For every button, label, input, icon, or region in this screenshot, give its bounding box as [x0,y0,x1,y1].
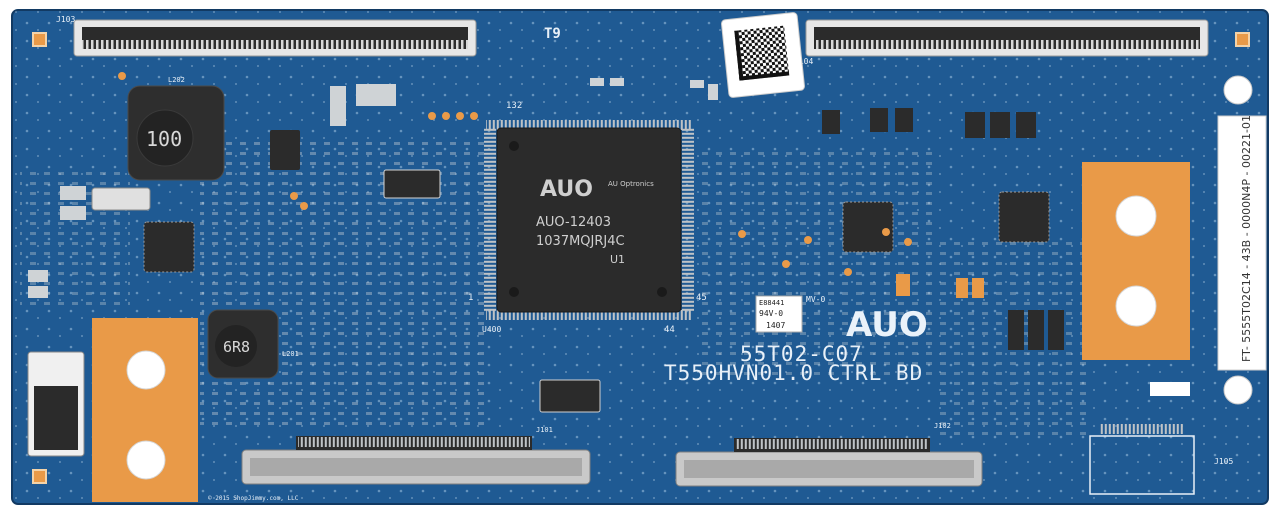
label-j103: J103 [56,15,75,24]
chip-pin-132: 132 [506,101,522,111]
chip-lot-number: 1037MQJRJ4C [536,234,625,249]
chip-pin-1: 1 [468,293,473,303]
connector-j105 [1089,424,1195,495]
small-chip [143,130,1050,273]
chip-ref: U1 [610,253,625,266]
ul-label: E88441 94V-0 1407 [755,295,803,333]
regulator-chip [34,386,78,450]
chip-subtitle: AU Optronics [608,180,654,188]
svg-text:1407: 1407 [766,321,785,330]
chip-silk-ref: U400 [482,325,501,334]
diode-d202 [91,187,151,211]
connector-j103 [73,19,477,57]
chip-pin-45: 45 [696,293,707,303]
svg-text:94V-0: 94V-0 [759,309,783,318]
connector-j102 [675,438,983,487]
svg-text:L202: L202 [168,76,185,84]
inductor-l201: 6R8 L201 [207,309,299,379]
chip-brand: AUO [540,177,593,202]
inductor-value-6r8: 6R8 [223,338,250,356]
connector-j104 [805,19,1209,57]
chip-pin-44: 44 [664,325,675,335]
smd-components [28,78,1190,396]
connector-j101 [241,436,591,485]
data-matrix-sticker [721,12,805,98]
label-j105: J105 [1214,457,1233,466]
label-j102: J102 [934,422,951,430]
copper-pad-right [1082,162,1190,360]
board-model-line1: 55T02-C07 [740,342,863,366]
inductor-value-100: 100 [146,127,182,151]
side-label-text: FT- 5555T02C14 - 43B - 0000N4P - 00221-0… [1240,115,1253,362]
diode-d7 [539,379,601,413]
ul-mark: MV-0 [806,295,825,304]
side-sticker: FT- 5555T02C14 - 43B - 0000N4P - 00221-0… [1217,115,1267,371]
label-j104: J104 [794,57,813,66]
copper-pad-left [92,318,198,502]
board-model-line2: T550HVN01.0 CTRL BD [664,361,923,385]
svg-text:E88441: E88441 [759,299,784,307]
auo-logo: AUO [846,305,928,345]
chip-part-number: AUO-12403 [536,215,611,230]
test-pads [118,72,912,276]
main-controller-chip: AUO AU Optronics AUO-12403 1037MQJRJ4C U… [484,120,694,320]
svg-text:L201: L201 [282,350,299,358]
label-j101: J101 [536,426,553,434]
test-point-label: T9 [544,26,561,42]
copyright-text: © 2015 ShopJimmy.com, LLC [208,495,299,502]
inductor-l202: 100 L202 [127,76,225,181]
